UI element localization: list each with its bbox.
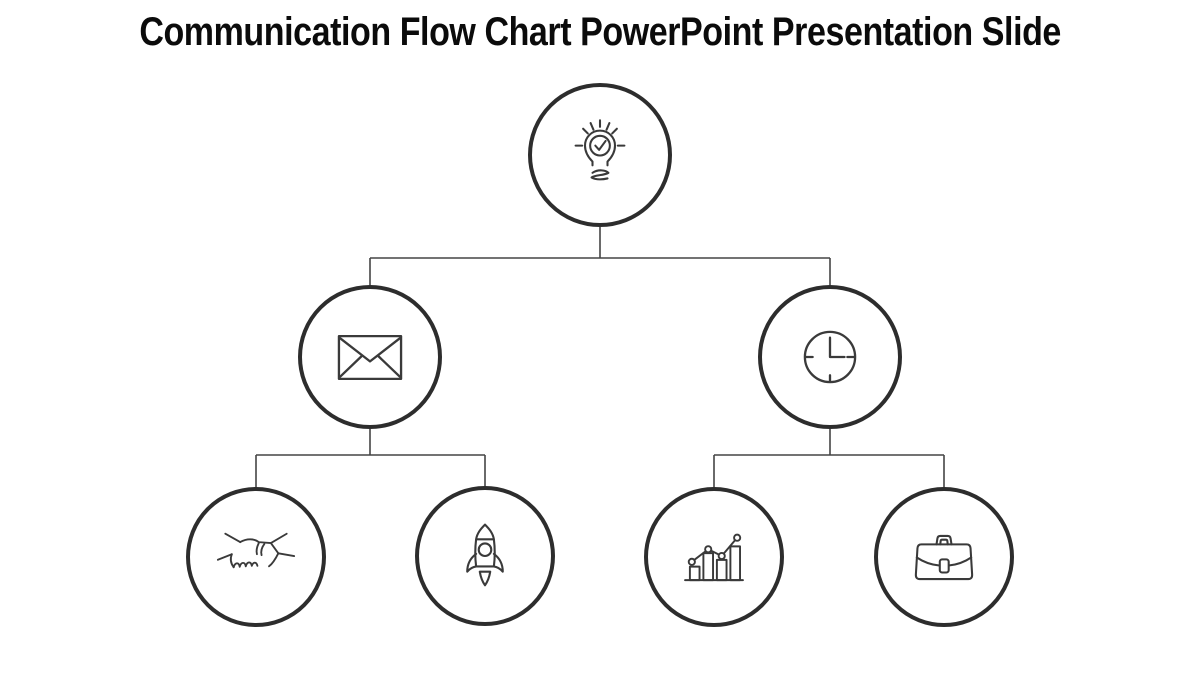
clock-icon (803, 330, 857, 384)
node-email (298, 285, 442, 429)
envelope-icon (337, 334, 403, 380)
bar-chart-trend-icon (684, 533, 744, 582)
node-idea (528, 83, 672, 227)
handshake-icon (216, 532, 296, 569)
node-growth (644, 487, 784, 627)
node-business (874, 487, 1014, 627)
lightbulb-check-icon (574, 119, 626, 181)
node-partnership (186, 487, 326, 627)
slide-title-text: Communication Flow Chart PowerPoint Pres… (139, 10, 1061, 54)
rocket-icon (466, 523, 504, 587)
slide-title: Communication Flow Chart PowerPoint Pres… (0, 10, 1200, 55)
node-launch (415, 486, 555, 626)
briefcase-icon (914, 534, 974, 580)
node-time (758, 285, 902, 429)
